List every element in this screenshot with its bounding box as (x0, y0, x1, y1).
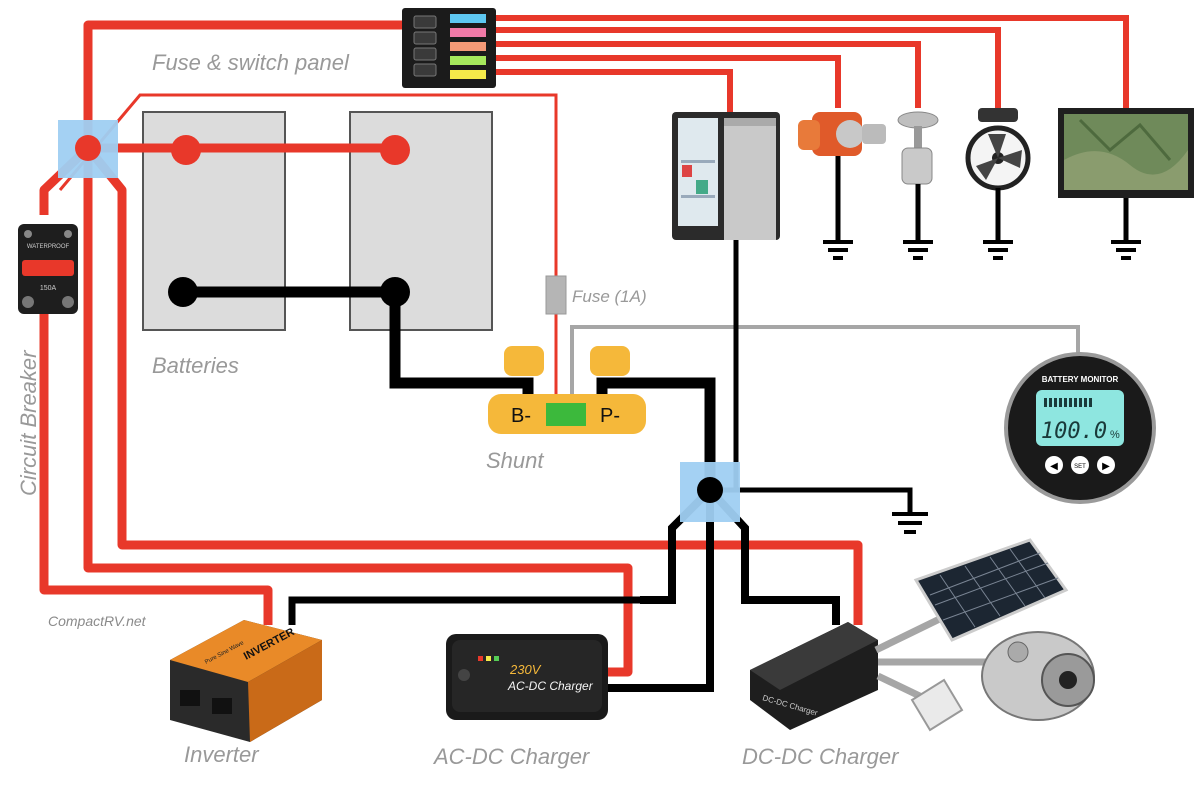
plug-icon (910, 678, 964, 732)
circuit-breaker: WATERPROOF 150A (18, 224, 78, 314)
ac-dc-device-name: AC-DC Charger (507, 679, 594, 693)
shunt-terminal-b: B- (511, 405, 531, 427)
solar-panel-icon (913, 538, 1069, 642)
positive-junction-node (75, 135, 101, 161)
shunt: B- P- (488, 346, 646, 434)
battery-left-negative-terminal (168, 277, 198, 307)
ac-dc-charger-label: AC-DC Charger (432, 744, 591, 769)
ground-symbol-pump (823, 240, 853, 260)
dc-dc-charger-icon: DC-DC Charger (750, 622, 878, 730)
inverter-label: Inverter (184, 742, 260, 767)
negative-junction-node (697, 477, 723, 503)
fuse-1a-label: Fuse (1A) (572, 287, 647, 306)
lamp-icon (897, 111, 939, 185)
load-positive-wires (495, 15, 1129, 112)
battery-right-negative-terminal (380, 277, 410, 307)
battery-left-positive-terminal (171, 135, 201, 165)
ground-symbol-tv (1111, 240, 1141, 260)
fuse-panel-label: Fuse & switch panel (152, 50, 350, 75)
monitor-set-button[interactable]: SET (1074, 464, 1086, 470)
battery-right-positive-terminal (380, 135, 410, 165)
inline-fuse (545, 275, 567, 315)
refrigerator-icon (672, 112, 780, 240)
monitor-right-button[interactable]: ▶ (1102, 461, 1110, 472)
dc-dc-charger-label: DC-DC Charger (742, 744, 900, 769)
ground-symbol-fan (983, 240, 1013, 260)
battery-monitor: BATTERY MONITOR 100.0 % ◀ SET ▶ (1004, 352, 1156, 504)
breaker-waterproof-text: WATERPROOF (27, 244, 70, 250)
credit-label: CompactRV.net (48, 613, 147, 629)
alternator-icon (981, 631, 1095, 721)
load-grounds (835, 156, 1129, 240)
ground-symbol-main (892, 512, 928, 534)
ground-symbols (823, 240, 1141, 534)
battery-monitor-reading: 100.0 (1041, 419, 1107, 444)
ac-dc-charger-icon: 230V AC-DC Charger (446, 634, 608, 720)
tv-icon (1058, 108, 1194, 198)
batteries-label: Batteries (152, 353, 239, 378)
battery-monitor-title: BATTERY MONITOR (1042, 375, 1119, 384)
water-pump-icon (798, 112, 886, 156)
fuse-switch-panel (402, 8, 496, 88)
circuit-breaker-label: Circuit Breaker (16, 349, 41, 496)
inverter-icon: INVERTER Pure Sine Wave (170, 620, 322, 742)
shunt-terminal-p: P- (600, 405, 620, 427)
shunt-label: Shunt (486, 448, 544, 473)
breaker-rating-text: 150A (40, 285, 57, 292)
battery-monitor-unit: % (1110, 429, 1120, 441)
wire-monitor-sense (570, 325, 1080, 405)
ac-dc-voltage-text: 230V (509, 662, 542, 677)
fan-icon (965, 108, 1031, 191)
ground-symbol-lamp (903, 240, 933, 260)
monitor-left-button[interactable]: ◀ (1050, 461, 1058, 472)
